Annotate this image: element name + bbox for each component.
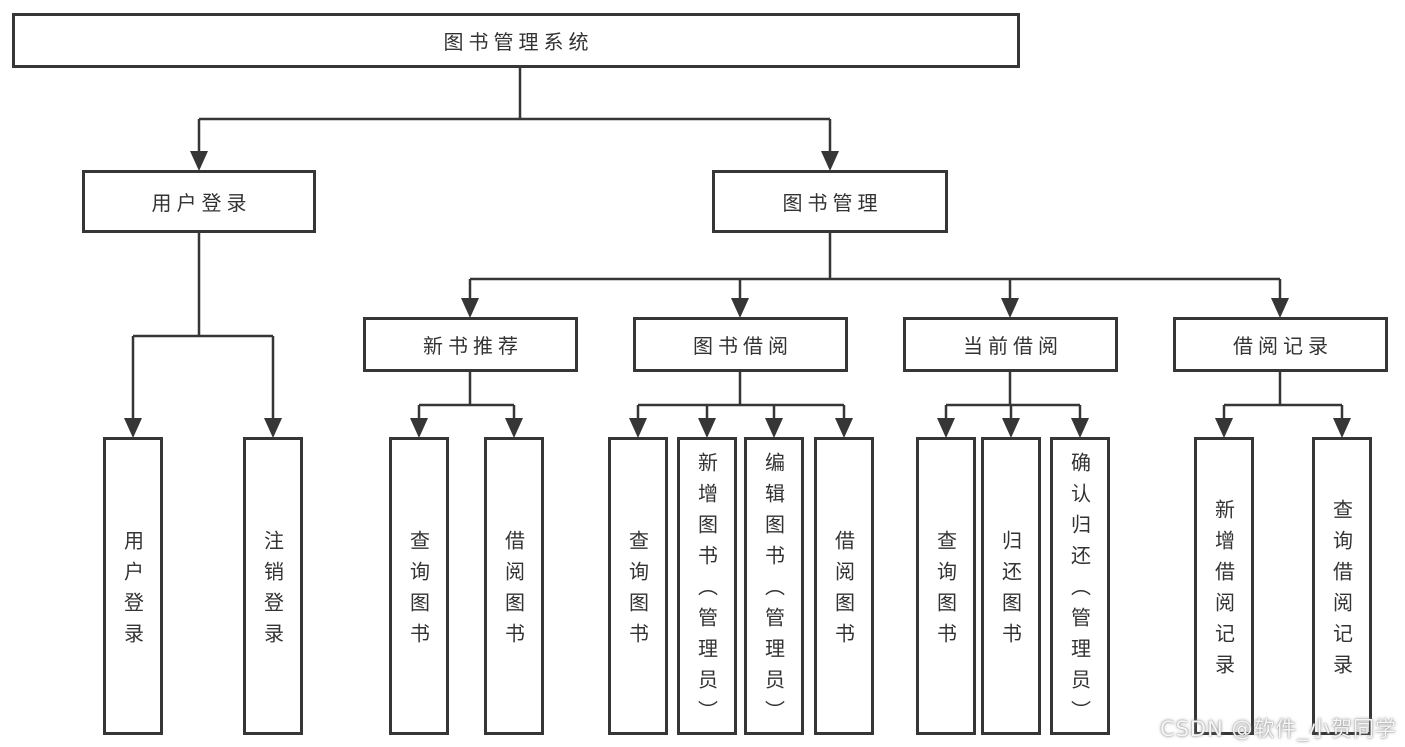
node-leaf-edit-book-admin: 编辑图书（管理员） bbox=[744, 437, 804, 735]
node-current-borrowing: 当前借阅 bbox=[903, 317, 1118, 372]
leaf-label: 归还图书 bbox=[998, 529, 1023, 654]
leaf-label: 查询图书 bbox=[933, 529, 958, 654]
connector-current-to-leaves bbox=[944, 372, 1082, 420]
arrow-down-icon bbox=[821, 151, 839, 171]
arrow-down-icon bbox=[1271, 298, 1289, 318]
node-leaf-query-books-borrow: 查询图书 bbox=[608, 437, 668, 735]
arrow-down-icon bbox=[410, 418, 428, 438]
connector-borrow-to-leaves bbox=[636, 372, 846, 420]
leaf-label: 查询借阅记录 bbox=[1329, 498, 1354, 685]
arrow-down-icon bbox=[1001, 298, 1019, 318]
arrow-down-icon bbox=[124, 418, 142, 438]
connector-lines bbox=[131, 68, 1344, 420]
connector-mgmt-to-level3 bbox=[468, 233, 1282, 300]
node-borrowing-records: 借阅记录 bbox=[1173, 317, 1388, 372]
node-leaf-borrow-books: 借阅图书 bbox=[814, 437, 874, 735]
node-leaf-borrow-books-recommend: 借阅图书 bbox=[484, 437, 544, 735]
leaf-label: 借阅图书 bbox=[501, 529, 526, 654]
arrow-down-icon bbox=[1333, 418, 1351, 438]
connector-records-to-leaves bbox=[1222, 372, 1344, 420]
arrow-down-icon bbox=[505, 418, 523, 438]
arrow-down-icon bbox=[629, 418, 647, 438]
node-book-management: 图书管理 bbox=[712, 170, 948, 233]
leaf-label: 借阅图书 bbox=[831, 529, 856, 654]
arrow-down-icon bbox=[1215, 418, 1233, 438]
leaf-label: 用户登录 bbox=[120, 529, 145, 654]
leaf-label: 新增借阅记录 bbox=[1211, 498, 1236, 685]
arrow-down-icon bbox=[1071, 418, 1089, 438]
node-leaf-query-books-recommend: 查询图书 bbox=[389, 437, 449, 735]
leaf-label: 新增图书（管理员） bbox=[694, 452, 719, 731]
node-leaf-return-books: 归还图书 bbox=[981, 437, 1041, 735]
node-new-book-recommend: 新书推荐 bbox=[363, 317, 578, 372]
arrow-down-icon bbox=[835, 418, 853, 438]
arrow-down-icon bbox=[190, 151, 208, 171]
leaf-label: 编辑图书（管理员） bbox=[761, 452, 786, 731]
arrow-down-icon bbox=[731, 298, 749, 318]
arrow-down-icon bbox=[264, 418, 282, 438]
node-book-borrowing: 图书借阅 bbox=[633, 317, 848, 372]
leaf-label: 查询图书 bbox=[625, 529, 650, 654]
node-leaf-query-books-current: 查询图书 bbox=[916, 437, 976, 735]
node-leaf-add-book-admin: 新增图书（管理员） bbox=[677, 437, 737, 735]
connector-login-to-leaves bbox=[131, 233, 275, 420]
node-leaf-query-borrow-record: 查询借阅记录 bbox=[1312, 437, 1372, 735]
node-user-login: 用户登录 bbox=[82, 170, 316, 233]
arrow-down-icon bbox=[698, 418, 716, 438]
leaf-label: 注销登录 bbox=[260, 529, 285, 654]
leaf-label: 查询图书 bbox=[406, 529, 431, 654]
arrow-down-icon bbox=[461, 298, 479, 318]
arrow-down-icon bbox=[1002, 418, 1020, 438]
node-leaf-user-login: 用户登录 bbox=[103, 437, 163, 735]
connector-root-to-level2 bbox=[197, 68, 832, 153]
arrow-down-icon bbox=[937, 418, 955, 438]
node-leaf-logout: 注销登录 bbox=[243, 437, 303, 735]
node-leaf-confirm-return-admin: 确认归还（管理员） bbox=[1050, 437, 1110, 735]
connector-newbook-to-leaves bbox=[417, 372, 516, 420]
arrow-down-icon bbox=[765, 418, 783, 438]
node-leaf-add-borrow-record: 新增借阅记录 bbox=[1194, 437, 1254, 735]
arrowhead-icons bbox=[124, 151, 1351, 438]
node-library-management-system: 图书管理系统 bbox=[12, 13, 1020, 68]
leaf-label: 确认归还（管理员） bbox=[1067, 452, 1092, 731]
